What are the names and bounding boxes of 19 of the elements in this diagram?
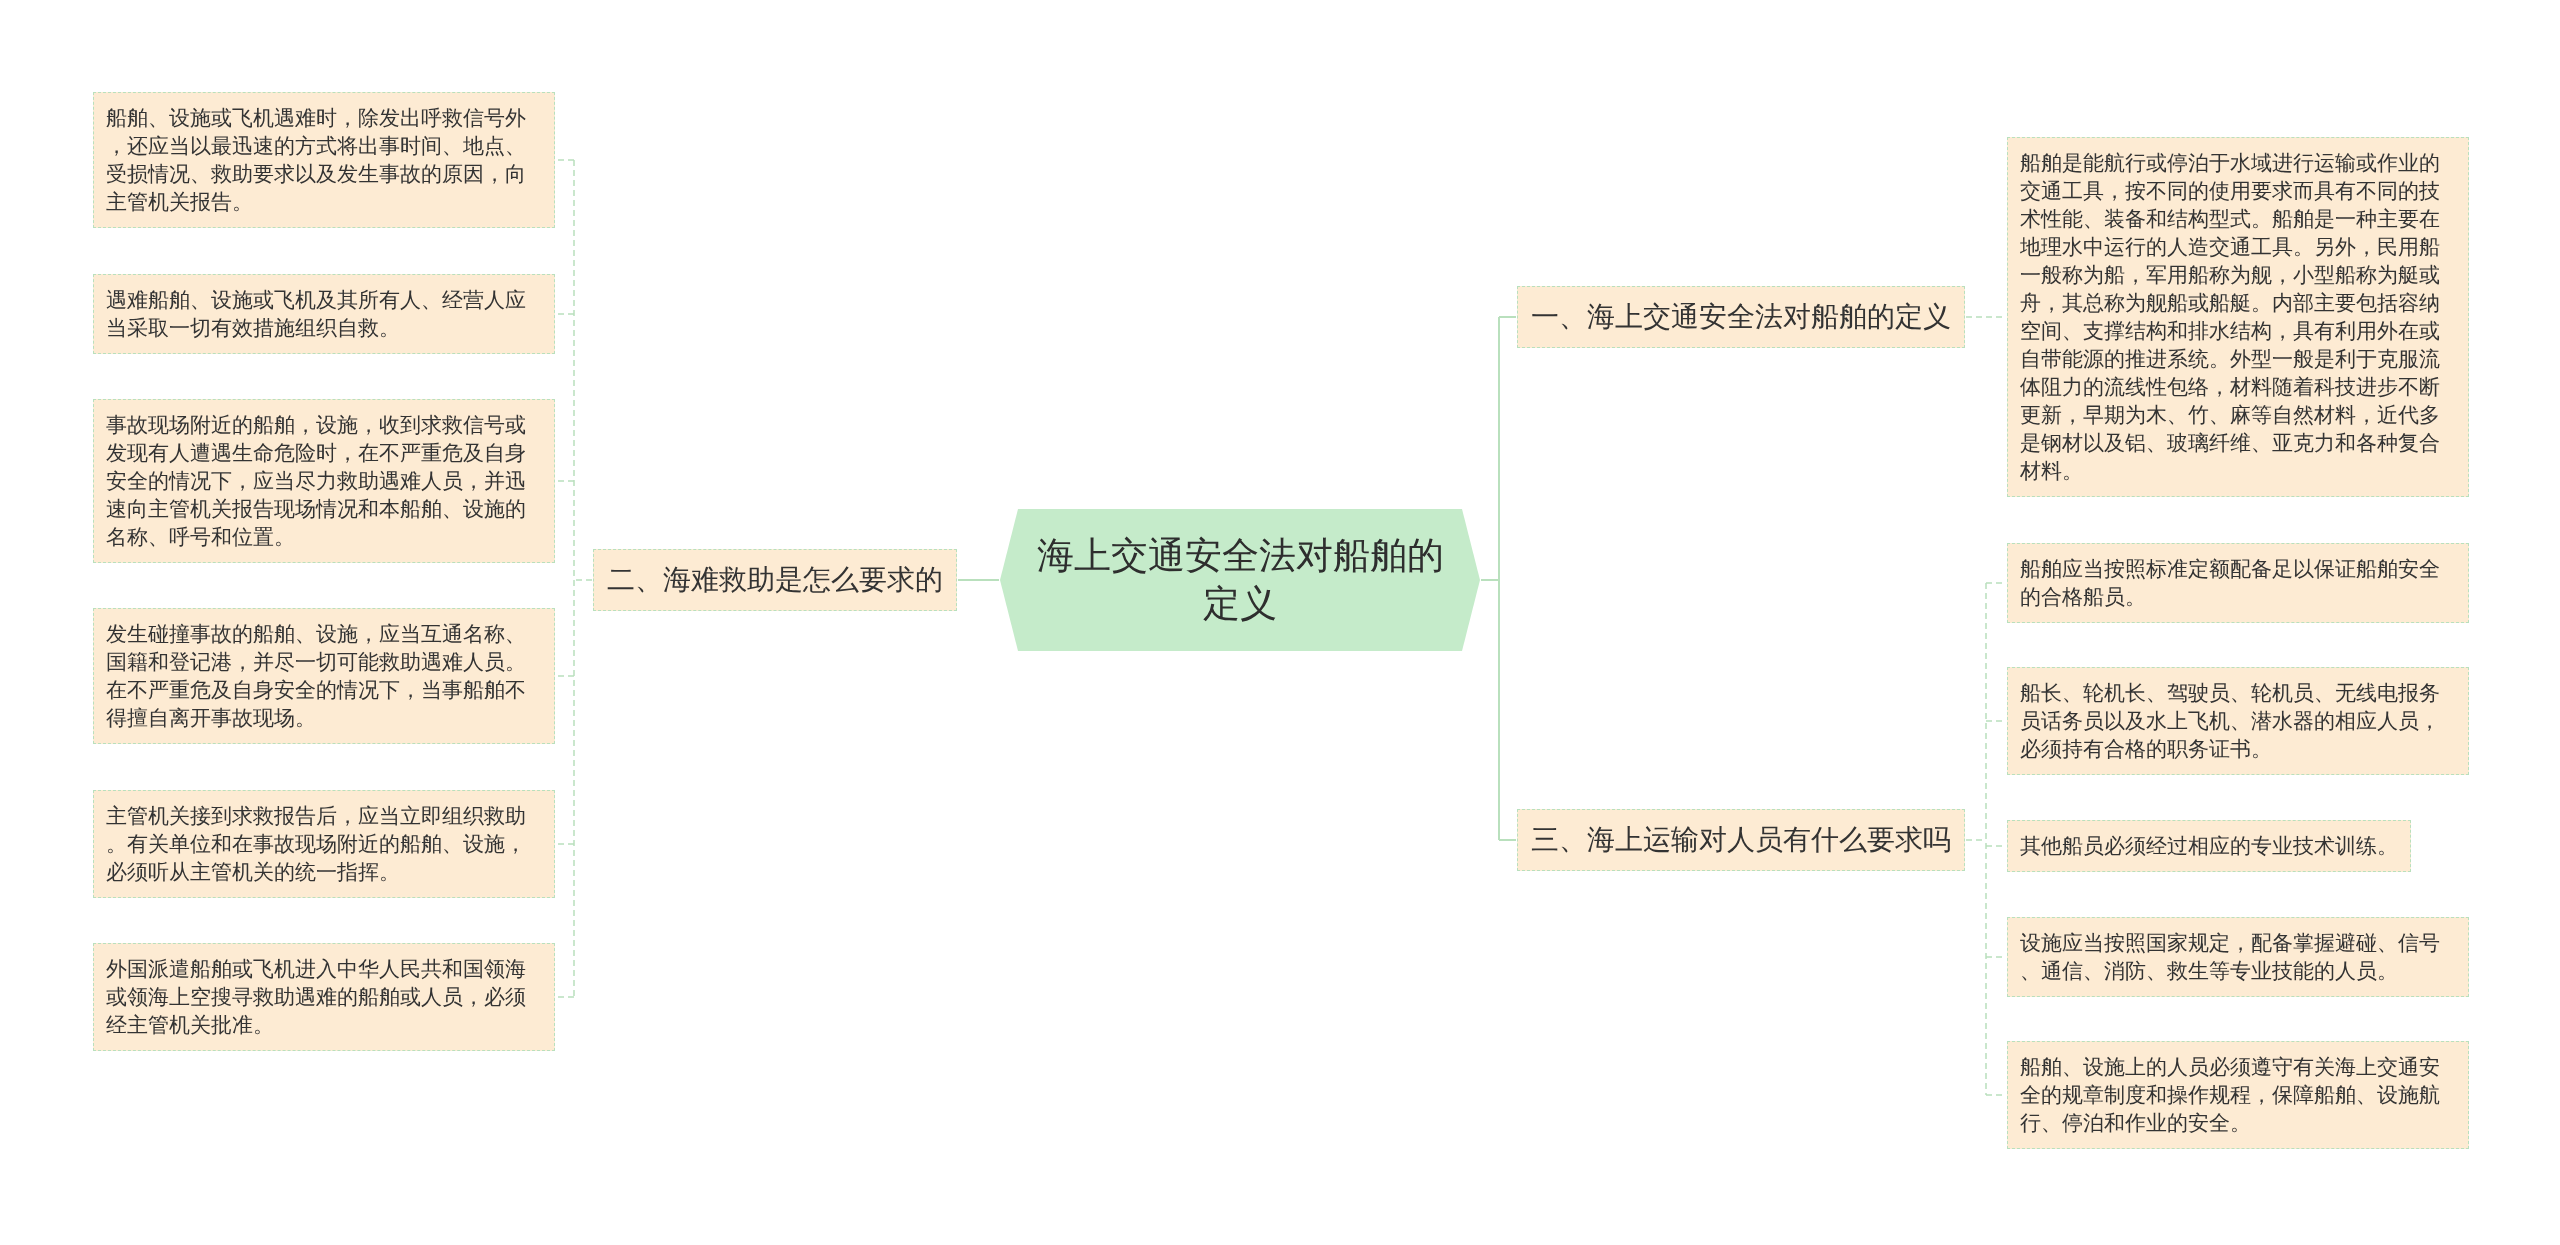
topic-hexagon: 海上交通安全法对船舶的定义	[1000, 509, 1480, 651]
note-box: 遇难船舶、设施或飞机及其所有人、经营人应当采取一切有效措施组织自救。	[93, 274, 555, 354]
topic-box: 二、海难救助是怎么要求的	[593, 549, 957, 611]
note-box: 设施应当按照国家规定，配备掌握避碰、信号、通信、消防、救生等专业技能的人员。	[2007, 917, 2469, 997]
topic-box: 一、海上交通安全法对船舶的定义	[1517, 286, 1965, 348]
note-box: 船舶、设施上的人员必须遵守有关海上交通安全的规章制度和操作规程，保障船舶、设施航行、停泊和作业的安全。	[2007, 1041, 2469, 1149]
note-box: 事故现场附近的船舶，设施，收到求救信号或发现有人遭遇生命危险时，在不严重危及自身安全的情况下，应当尽力救助遇难人员，并迅速向主管机关报告现场情况和本船舶、设施的名称、呼号和位置。	[93, 399, 555, 563]
connector-line	[555, 159, 593, 998]
connector-line	[957, 579, 1000, 581]
note-box: 船舶、设施或飞机遇难时，除发出呼救信号外，还应当以最迅速的方式将出事时间、地点、受损情况、救助要求以及发生事故的原因，向主管机关报告。	[93, 92, 555, 228]
note-box: 发生碰撞事故的船舶、设施，应当互通名称、国籍和登记港，并尽一切可能救助遇难人员。在不严重危及自身安全的情况下，当事船舶不得擅自离开事故现场。	[93, 608, 555, 744]
topic-box: 三、海上运输对人员有什么要求吗	[1517, 809, 1965, 871]
note-box: 船舶应当按照标准定额配备足以保证船舶安全的合格船员。	[2007, 543, 2469, 623]
note-box: 船长、轮机长、驾驶员、轮机员、无线电报务员话务员以及水上飞机、潜水器的相应人员，必须持有合格的职务证书。	[2007, 667, 2469, 775]
note-box: 主管机关接到求救报告后，应当立即组织救助。有关单位和在事故现场附近的船舶、设施，必须听从主管机关的统一指挥。	[93, 790, 555, 898]
connector-line	[1480, 316, 1517, 841]
note-box: 船舶是能航行或停泊于水域进行运输或作业的交通工具，按不同的使用要求而具有不同的技术性能、装备和结构型式。船舶是一种主要在地理水中运行的人造交通工具。另外，民用船一般称为船，军用船称为舰，小型船称为艇或舟，其总称为舰船或船艇。内部主要包括容纳空间、支撑结构和排水结构，具有利用外在或自带能源的推进系统。外型一般是利于克服流体阻力的流线性包络，材料随着科技进步不断更新，早期为木、竹、麻等自然材料，近代多是钢材以及铝、玻璃纤维、亚克力和各种复合材料。	[2007, 137, 2469, 497]
note-box: 外国派遣船舶或飞机进入中华人民共和国领海或领海上空搜寻救助遇难的船舶或人员，必须经主管机关批准。	[93, 943, 555, 1051]
note-box: 其他船员必须经过相应的专业技术训练。	[2007, 820, 2411, 872]
